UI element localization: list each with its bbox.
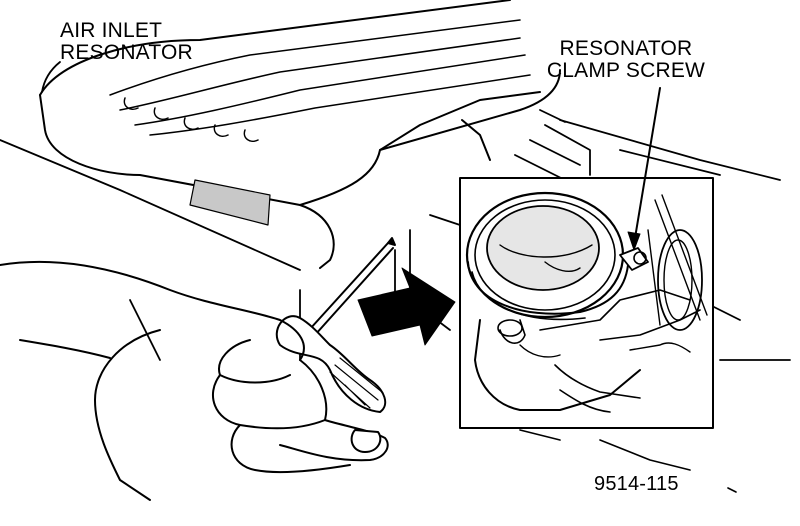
clamp-screw-leader [627,87,661,251]
bottom-lines [519,429,691,471]
hand-drawing [0,260,389,501]
air-inlet-resonator-drawing [39,0,561,269]
figure-number: 9514-115 [594,473,679,495]
pointer-arrow [357,267,456,346]
air-inlet-resonator-label: AIR INLET RESONATOR [60,20,193,64]
clamp-label-line-2: CLAMP SCREW [546,59,706,82]
clamp-label-line-1: RESONATOR [559,37,693,60]
engine-background-lines [0,119,791,361]
air-inlet-leader [41,61,61,93]
air-inlet-label-line-1: AIR INLET [60,19,163,42]
resonator-clamp-screw-label: RESONATOR CLAMP SCREW [541,38,711,82]
detail-inset [459,177,714,429]
screwdriver-drawing [275,237,396,413]
figure-number-tick [727,487,737,493]
air-inlet-label-line-2: RESONATOR [60,41,193,64]
